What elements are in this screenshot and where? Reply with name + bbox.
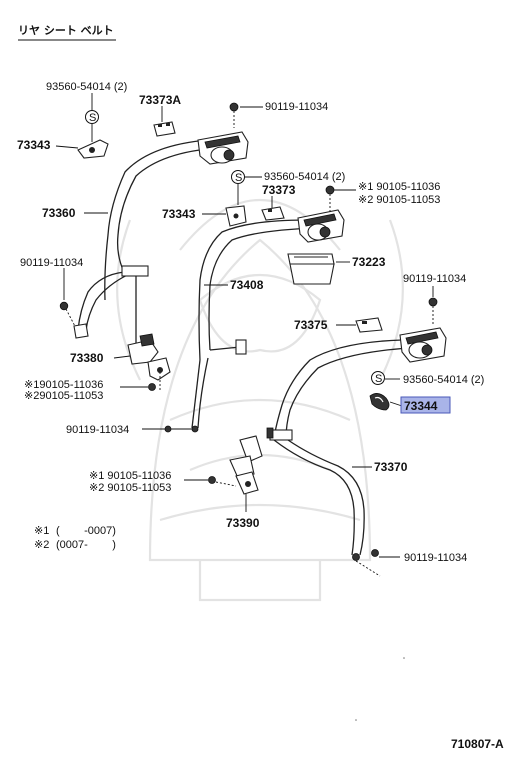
label-93560-right[interactable]: 93560-54014 (2): [403, 374, 484, 386]
bracket-73373: [261, 206, 285, 221]
label-90105-11036-a[interactable]: ※1 90105-11036: [358, 181, 440, 193]
label-90105-11053-a[interactable]: ※2 90105-11053: [358, 194, 440, 206]
label-73375[interactable]: 73375: [294, 318, 328, 332]
label-90105-11053-c[interactable]: ※2 90105-11053: [89, 482, 171, 494]
label-73373A[interactable]: 73373A: [139, 93, 181, 107]
bracket-73373A: [153, 121, 176, 137]
bolt-90119-left: [59, 301, 89, 339]
s-marker-top-text: S: [89, 112, 96, 124]
label-90119-top[interactable]: 90119-11034: [265, 101, 328, 113]
label-73380[interactable]: 73380: [70, 351, 104, 365]
tray-73223: [287, 253, 335, 285]
cover-73343-upper: [77, 139, 109, 159]
label-73373[interactable]: 73373: [262, 183, 296, 197]
label-90105-11036-b[interactable]: ※190105-11036: [24, 379, 103, 391]
retractor-left-upper: [197, 131, 249, 165]
bolt-90105-mid: [325, 185, 335, 212]
label-90105-11036-c[interactable]: ※1 90105-11036: [89, 470, 171, 482]
label-73343-upper[interactable]: 73343: [17, 138, 51, 152]
label-73223[interactable]: 73223: [352, 255, 386, 269]
buckle-73380: [127, 333, 171, 391]
footnotes: ※1 ( -0007) ※2 (0007- ): [34, 525, 116, 551]
note1-text: ( -0007): [56, 525, 116, 537]
bolt-90119-right: [428, 297, 438, 325]
note1-mark: ※1: [34, 525, 49, 537]
bracket-73375: [355, 317, 383, 333]
label-93560-mid[interactable]: 93560-54014 (2): [264, 171, 345, 183]
retractor-right: [399, 327, 447, 363]
cover-73344: [369, 393, 390, 411]
buckle-73390: [208, 427, 274, 495]
leader-lines: [55, 93, 434, 558]
s-marker-mid-text: S: [235, 172, 242, 184]
label-73360[interactable]: 73360: [42, 206, 76, 220]
retractor-center: [297, 209, 345, 243]
s-marker-right-text: S: [375, 373, 382, 385]
label-90119-left[interactable]: 90119-11034: [20, 257, 83, 269]
note2-text: (0007- ): [56, 539, 116, 551]
label-73370[interactable]: 73370: [374, 460, 408, 474]
diagram-code: 710807-A: [451, 737, 504, 751]
s-marker-right: S: [371, 371, 385, 385]
label-93560-top[interactable]: 93560-54014 (2): [46, 81, 127, 93]
outer-belt-left: [77, 139, 219, 345]
outer-belt-right: [269, 339, 411, 577]
label-90119-right[interactable]: 90119-11034: [403, 273, 466, 285]
bolt-90119-top: [229, 102, 239, 128]
label-73408[interactable]: 73408: [230, 278, 264, 292]
label-90119-low[interactable]: 90119-11034: [66, 424, 129, 436]
label-90105-11053-b[interactable]: ※290105-11053: [24, 390, 103, 402]
label-73344[interactable]: 73344: [404, 399, 438, 413]
label-73343-mid[interactable]: 73343: [162, 207, 196, 221]
note2-mark: ※2: [34, 539, 49, 551]
part-labels: 93560-54014 (2) 73373A 90119-11034 73343…: [17, 81, 484, 564]
label-73390[interactable]: 73390: [226, 516, 260, 530]
cover-73343-mid: [225, 205, 247, 227]
page-title: リヤ シート ベルト: [18, 24, 114, 37]
s-marker-top: S: [85, 110, 99, 124]
s-marker-mid: S: [231, 170, 245, 184]
center-belt: [191, 219, 317, 433]
highlight-73344-box[interactable]: [400, 396, 451, 414]
label-90119-bottom[interactable]: 90119-11034: [404, 552, 467, 564]
